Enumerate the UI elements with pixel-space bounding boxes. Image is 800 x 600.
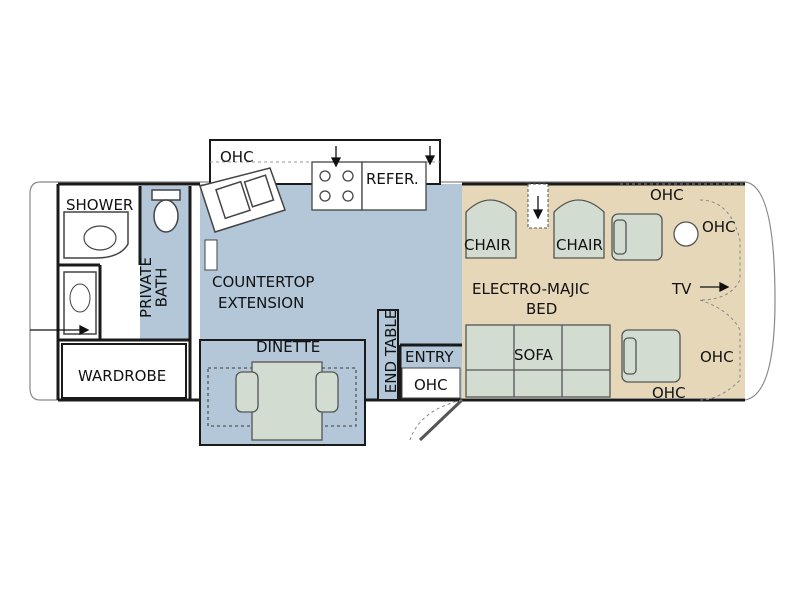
chair-right-label: CHAIR bbox=[556, 236, 603, 254]
sofa-shape bbox=[465, 324, 611, 398]
dinette-label: DINETTE bbox=[256, 338, 321, 356]
chair-left-label: CHAIR bbox=[464, 236, 511, 254]
bed-label-2: BED bbox=[526, 300, 558, 318]
shower-label: SHOWER bbox=[66, 196, 134, 214]
countertop-extension bbox=[204, 239, 218, 271]
private-bath-label-2: BATH bbox=[152, 267, 171, 308]
sofa-label: SOFA bbox=[514, 346, 553, 364]
toilet bbox=[151, 189, 181, 233]
dinette-set bbox=[207, 361, 357, 441]
entry-label: ENTRY bbox=[405, 348, 454, 366]
ohc-front-bottom-label: OHC bbox=[652, 384, 686, 402]
driver-seat bbox=[611, 213, 699, 261]
walls bbox=[56, 182, 745, 402]
wardrobe-label: WARDROBE bbox=[78, 367, 167, 385]
ohc-cab-top-label: OHC bbox=[702, 218, 736, 236]
countertop-label-1: COUNTERTOP bbox=[212, 273, 315, 291]
ohc-cab-bottom-label: OHC bbox=[700, 348, 734, 366]
ohc-entry-label: OHC bbox=[414, 376, 448, 394]
chair-right-shape bbox=[553, 199, 605, 259]
shower bbox=[63, 211, 129, 259]
chair-left-shape bbox=[465, 199, 517, 259]
entry-ohc-box bbox=[401, 367, 461, 399]
tv-label: TV bbox=[672, 280, 692, 298]
galley-sink bbox=[199, 167, 286, 233]
refrigerator-label: REFER. bbox=[366, 170, 419, 188]
refrigerator bbox=[361, 161, 427, 211]
end-table-label: END TABLE bbox=[382, 309, 401, 394]
countertop-label-2: EXTENSION bbox=[218, 294, 305, 312]
end-table bbox=[377, 309, 399, 401]
bath-sink bbox=[63, 271, 97, 335]
entry-door bbox=[418, 398, 464, 442]
ohc-galley-label: OHC bbox=[220, 148, 254, 166]
wardrobe bbox=[61, 343, 187, 399]
bed-label-1: ELECTRO-MAJIC bbox=[472, 280, 590, 298]
stove bbox=[311, 161, 363, 211]
passenger-seat bbox=[621, 329, 681, 383]
ohc-front-top-label: OHC bbox=[650, 186, 684, 204]
